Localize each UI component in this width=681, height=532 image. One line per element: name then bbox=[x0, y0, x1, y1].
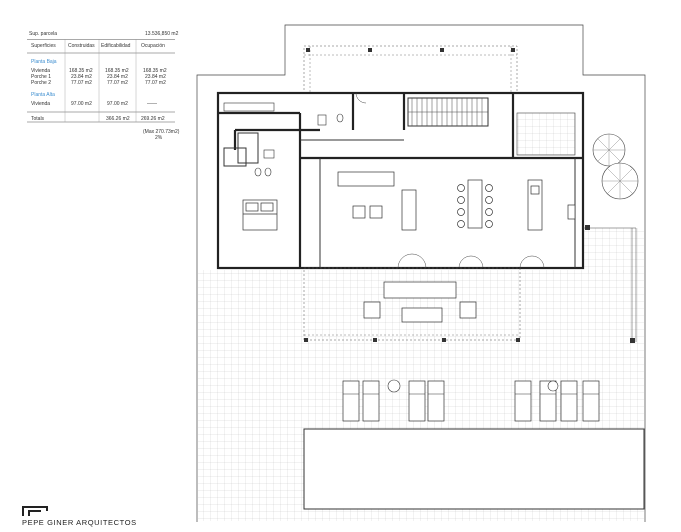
row-name: Porche 2 bbox=[31, 80, 52, 86]
pergola-pillar bbox=[585, 225, 590, 230]
brand-logo-icon bbox=[22, 506, 48, 516]
terrace-doors bbox=[355, 92, 545, 269]
header-construidas: Construidas bbox=[68, 43, 95, 49]
kitchen-island bbox=[527, 179, 576, 231]
row-construidas: 168.35 m2 bbox=[69, 68, 93, 74]
dining-table bbox=[457, 179, 493, 229]
living-sofas bbox=[337, 171, 417, 231]
porch-pillars-top bbox=[306, 48, 515, 52]
totals-label: Totals bbox=[31, 116, 45, 122]
side-tables bbox=[387, 379, 559, 393]
max-note: (Max 270.73m2) bbox=[143, 129, 180, 135]
porch-furniture bbox=[363, 281, 477, 323]
kitchen-tiles bbox=[516, 112, 576, 156]
terrace-paving-side bbox=[584, 228, 644, 273]
percentage-note: 2% bbox=[155, 135, 163, 141]
row-edificabilidad: 23.84 m2 bbox=[107, 74, 128, 80]
row-name: Vivienda bbox=[31, 68, 51, 74]
section-title-planta-alta: Planta Alta bbox=[31, 92, 55, 98]
totals-edificabilidad: 366.26 m2 bbox=[106, 116, 130, 122]
lower-porch-outline bbox=[303, 267, 521, 341]
section-title-planta-baja: Planta Baja bbox=[31, 59, 57, 65]
upper-porch-outline bbox=[303, 45, 518, 94]
row-name: Porche 1 bbox=[31, 74, 52, 80]
bathroom-fixtures bbox=[254, 113, 344, 177]
wardrobe bbox=[223, 102, 275, 112]
brand-name: PEPE GINER ARQUITECTOS bbox=[22, 518, 137, 527]
header-superficies: Superficies bbox=[31, 43, 56, 49]
row-ocupacion: 168.35 m2 bbox=[143, 68, 167, 74]
plot-area-value: 13.536,850 m2 bbox=[145, 31, 179, 37]
right-pergola bbox=[583, 227, 637, 342]
plot-boundary bbox=[196, 24, 646, 522]
row-construidas: 23.84 m2 bbox=[71, 74, 92, 80]
row-ocupacion: —— bbox=[147, 101, 157, 107]
totals-ocupacion: 269.26 m2 bbox=[141, 116, 165, 122]
header-edificabilidad: Edificabilidad bbox=[101, 43, 131, 49]
porch-pillars-bottom bbox=[304, 338, 520, 342]
sun-loungers bbox=[342, 380, 600, 422]
swimming-pool bbox=[303, 428, 645, 510]
row-construidas: 77.07 m2 bbox=[71, 80, 92, 86]
row-ocupacion: 23.84 m2 bbox=[145, 74, 166, 80]
header-ocupacion: Ocupación bbox=[141, 43, 165, 49]
row-name: Vivienda bbox=[31, 101, 51, 107]
staircase bbox=[408, 98, 488, 126]
row-edificabilidad: 97.00 m2 bbox=[107, 101, 128, 107]
table-lines bbox=[27, 39, 175, 123]
plot-label: Sup. parcela bbox=[29, 31, 58, 37]
row-construidas: 97.00 m2 bbox=[71, 101, 92, 107]
row-edificabilidad: 168.35 m2 bbox=[105, 68, 129, 74]
row-ocupacion: 77.07 m2 bbox=[145, 80, 166, 86]
row-edificabilidad: 77.07 m2 bbox=[107, 80, 128, 86]
bed bbox=[242, 199, 278, 231]
